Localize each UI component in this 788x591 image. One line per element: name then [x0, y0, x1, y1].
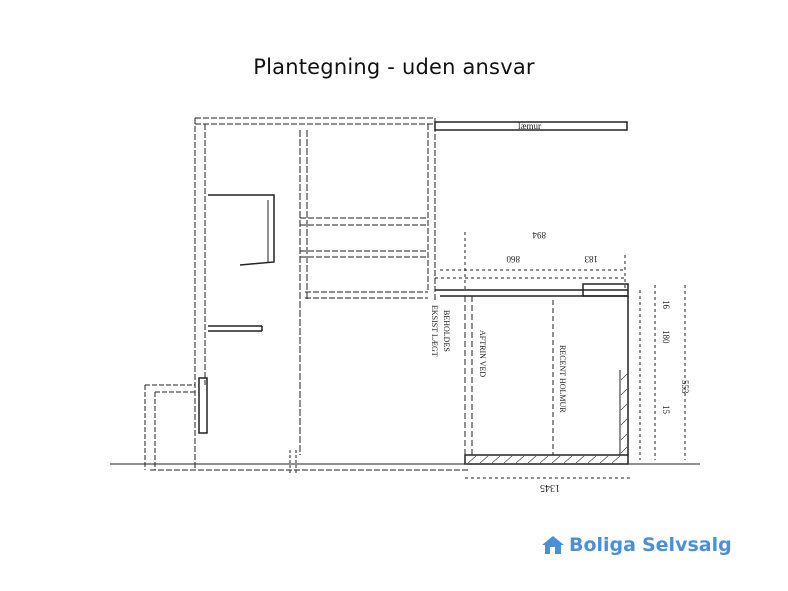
- dim-860: 860: [506, 254, 520, 264]
- dim-894: 894: [532, 230, 546, 240]
- note-recent: RECENT HOLMUR: [558, 345, 567, 413]
- dim-right-3: 553: [680, 380, 690, 394]
- house-icon: [542, 536, 564, 554]
- note-eksist: EKSIST LÆGT: [430, 305, 439, 357]
- note-beholdes: BEHOLDES: [442, 310, 451, 352]
- note-aftrin: AFTRIN VED: [478, 330, 487, 377]
- dim-183: 183: [584, 254, 598, 264]
- laemur-label: læmur: [518, 121, 541, 131]
- brand-word-1: Boliga: [569, 534, 636, 556]
- brand-word-2: Selvsalg: [641, 534, 732, 556]
- boliga-selvsalg-logo: Boliga Selvsalg: [541, 534, 732, 556]
- dim-right-1: 16: [661, 300, 671, 310]
- dim-bottom: 1345: [540, 482, 560, 493]
- plan-title: Plantegning - uden ansvar: [253, 55, 535, 79]
- dim-right-4: 15: [661, 405, 671, 415]
- dim-right-2: 180: [661, 330, 671, 344]
